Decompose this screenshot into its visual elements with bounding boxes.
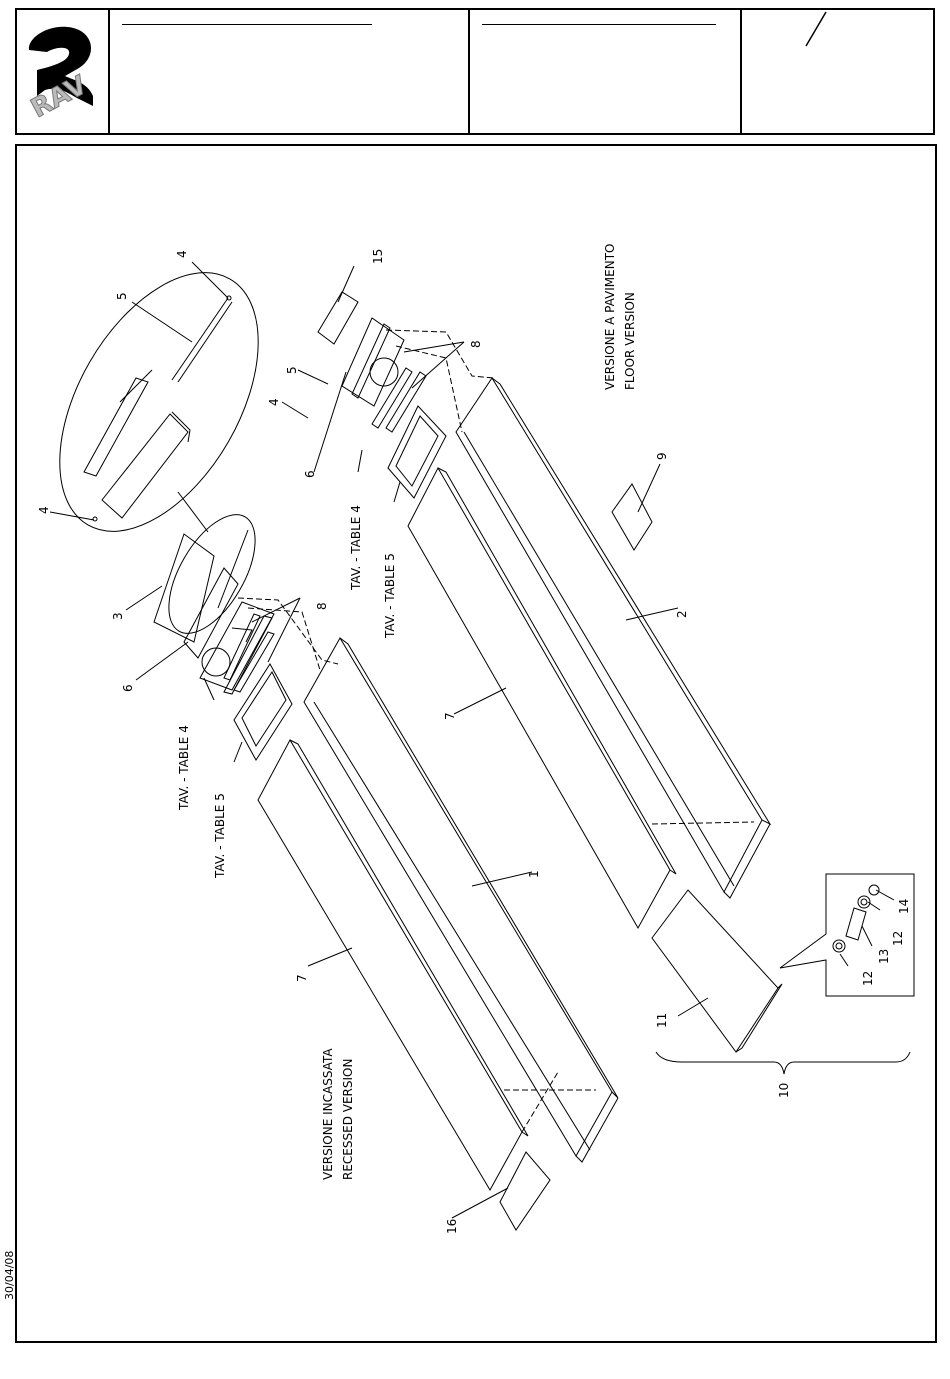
callout-6-left: 6 — [121, 684, 135, 692]
callout-16: 16 — [445, 1219, 459, 1234]
callout-7-right: 7 — [443, 712, 457, 720]
exploded-view-diagram: TAV. - TABLE 4 TAV. - TABLE 5 TAV. - TAB… — [17, 146, 935, 1341]
detail-ellipse-small — [151, 501, 272, 647]
logo-cell: RAV — [17, 10, 110, 133]
callout-12-bottom: 12 — [861, 971, 875, 986]
cover-table-5-recessed — [234, 664, 292, 760]
beam-8-floor — [372, 368, 426, 432]
motor-plate-floor — [342, 318, 404, 406]
callout-3: 3 — [111, 612, 125, 620]
cover-15 — [318, 292, 358, 344]
label-tav-table-5-floor: TAV. - TABLE 5 — [383, 553, 397, 639]
page-separator — [742, 10, 933, 133]
label-recessed-it: VERSIONE INCASSATA — [321, 1048, 335, 1180]
label-tav-table-4-recessed: TAV. - TABLE 4 — [177, 725, 191, 811]
plate-3 — [154, 530, 248, 658]
alignment-dashes — [238, 330, 754, 1090]
part-16 — [500, 1152, 550, 1230]
callout-14: 14 — [897, 899, 911, 914]
cover-table-5-floor — [388, 406, 446, 498]
group-10-brace — [656, 1052, 910, 1074]
callout-5-left: 5 — [115, 292, 129, 300]
callout-15: 15 — [371, 249, 385, 264]
frame-part-2 — [456, 378, 770, 898]
callout-2: 2 — [675, 610, 689, 618]
callout-8-left: 8 — [315, 602, 329, 610]
cover-part-7-recessed — [258, 740, 528, 1190]
side-profile-detail — [84, 296, 232, 521]
label-floor-en: FLOOR VERSION — [623, 292, 637, 390]
callout-12-top: 12 — [891, 931, 905, 946]
ramp-part-11 — [652, 890, 782, 1052]
label-tav-table-4-floor: TAV. - TABLE 4 — [349, 505, 363, 591]
code-underline — [482, 24, 716, 25]
label-tav-table-5-recessed: TAV. - TABLE 5 — [213, 793, 227, 879]
callout-8-right: 8 — [469, 340, 483, 348]
page-cell — [742, 10, 933, 133]
title-block: RAV — [15, 8, 935, 135]
callout-4-right: 4 — [267, 398, 281, 406]
rav-logo-icon: RAV — [17, 10, 107, 133]
title-underline — [122, 24, 372, 25]
detail-ellipse-large — [19, 239, 300, 565]
motor-plate-recessed — [200, 602, 274, 694]
drawing-frame: TAV. - TABLE 4 TAV. - TABLE 5 TAV. - TAB… — [15, 144, 937, 1343]
label-floor-it: VERSIONE A PAVIMENTO — [603, 244, 617, 390]
callout-4-left: 4 — [37, 506, 51, 514]
callout-4-top: 4 — [175, 250, 189, 258]
title-cell — [110, 10, 470, 133]
code-cell — [470, 10, 742, 133]
label-recessed-en: RECESSED VERSION — [341, 1059, 355, 1180]
callout-9: 9 — [655, 452, 669, 460]
dash-line-16 — [522, 1072, 558, 1132]
callout-10: 10 — [777, 1083, 791, 1098]
callout-13: 13 — [877, 949, 891, 964]
callout-7-left: 7 — [295, 974, 309, 982]
callout-1: 1 — [527, 870, 541, 878]
callout-5-right: 5 — [285, 366, 299, 374]
callout-11: 11 — [655, 1013, 669, 1028]
detail-link-line — [178, 492, 208, 532]
callout-6-right: 6 — [303, 470, 317, 478]
cover-part-7-floor — [408, 468, 676, 928]
